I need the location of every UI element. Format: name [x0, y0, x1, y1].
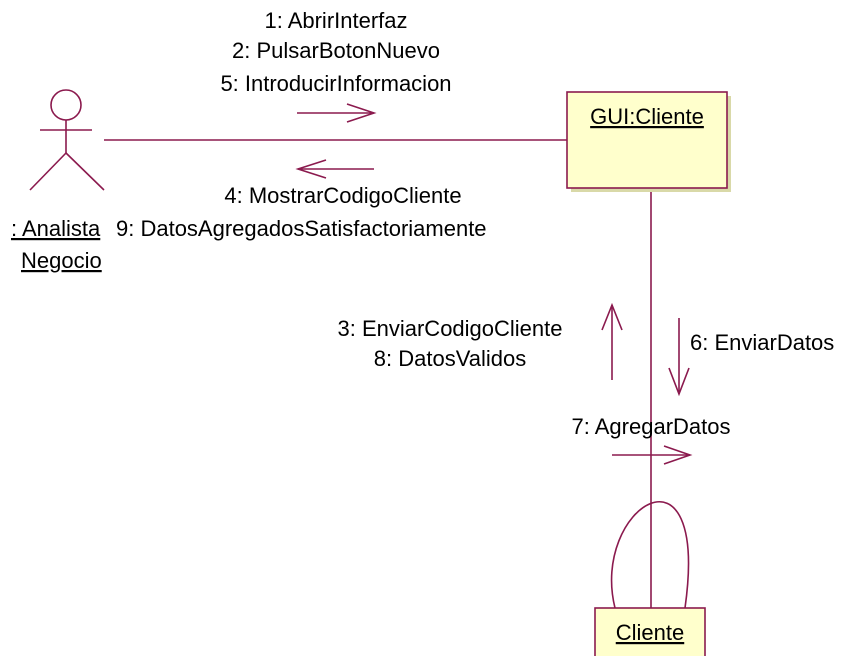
arrow-self	[612, 445, 693, 465]
message-label: 8: DatosValidos	[374, 346, 526, 371]
message-label: 7: AgregarDatos	[572, 414, 731, 439]
object-gui-cliente[interactable]: GUI:Cliente	[566, 91, 731, 192]
object-cliente-label: Cliente	[616, 620, 684, 645]
message-label: 1: AbrirInterfaz	[264, 8, 407, 33]
message-label: 6: EnviarDatos	[690, 330, 834, 355]
arrow-up	[601, 302, 623, 380]
message-label: 4: MostrarCodigoCliente	[224, 183, 461, 208]
message-label: 2: PulsarBotonNuevo	[232, 38, 440, 63]
self-link-loop	[610, 500, 690, 609]
actor-name-line2: Negocio	[21, 248, 102, 273]
actor-figure[interactable]	[29, 89, 105, 191]
object-cliente[interactable]: Cliente	[594, 607, 706, 656]
arrow-right-top	[297, 103, 377, 123]
message-label: 5: IntroducirInformacion	[220, 71, 451, 96]
object-gui-cliente-label: GUI:Cliente	[590, 104, 704, 129]
message-label: 9: DatosAgregadosSatisfactoriamente	[116, 216, 487, 241]
message-label: 3: EnviarCodigoCliente	[337, 316, 562, 341]
arrow-down	[668, 318, 690, 397]
arrow-left-top	[295, 159, 374, 179]
actor-name-line1: : Analista	[11, 216, 101, 241]
